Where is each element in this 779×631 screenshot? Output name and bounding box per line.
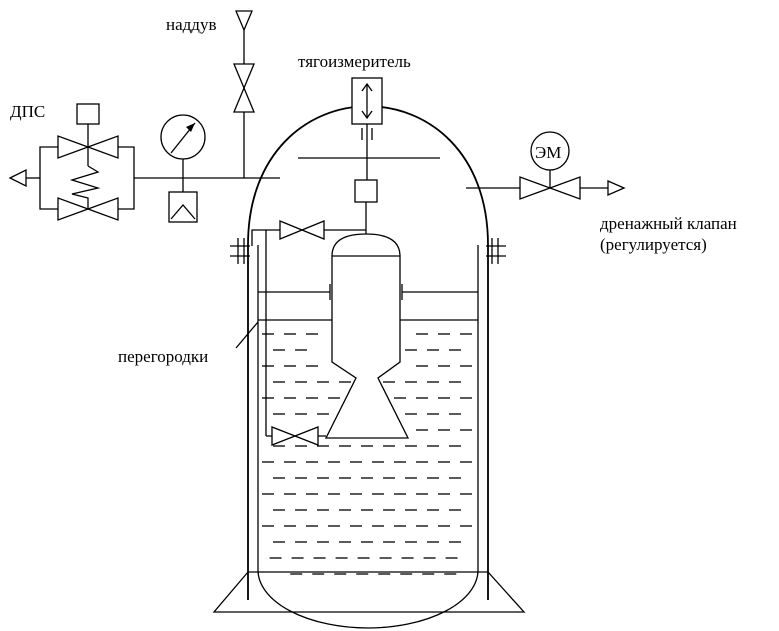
upper-internal-valve-icon <box>279 220 325 240</box>
gauge-needle-tip <box>186 123 195 132</box>
tank-support-base <box>212 571 526 613</box>
pressurization-valve-icon <box>233 63 255 113</box>
safety-valve-label: ДПС <box>10 102 45 121</box>
bypass-frame-right <box>118 146 135 210</box>
pressurization-line: наддув <box>134 10 280 179</box>
tank-inner-wall <box>257 320 479 629</box>
safety-valve-spring-icon <box>69 165 101 209</box>
lower-internal-valve-icon <box>271 426 319 446</box>
load-cell-box <box>354 179 378 203</box>
safety-valve-assembly: ДПС <box>8 102 135 221</box>
drain-valve-assembly: ЭМ дренажный клапан (регулируется) <box>466 131 737 254</box>
drain-valve-label-line1: дренажный клапан <box>600 214 737 233</box>
flange-right <box>486 238 506 264</box>
engine-chamber <box>324 233 410 439</box>
electric-motor-icon <box>530 131 570 171</box>
electric-motor-label: ЭМ <box>535 143 561 162</box>
pressure-gauge <box>160 114 206 223</box>
drain-valve-label-line2: (регулируется) <box>600 235 707 254</box>
baffles-leader <box>235 321 259 349</box>
double-arrow-icon <box>361 82 373 120</box>
thrust-meter-label: тягоизмеритель <box>298 52 411 71</box>
pressurization-inlet-icon <box>235 10 253 32</box>
engine <box>324 202 410 439</box>
baffles: перегородки <box>118 284 478 366</box>
upper-pipe-hook <box>251 229 262 246</box>
liquid <box>258 319 478 575</box>
bypass-frame-left <box>39 146 58 210</box>
flange-left <box>230 238 250 264</box>
pressurization-label: наддув <box>166 15 216 34</box>
gauge-sensor-wedge-icon <box>170 204 196 220</box>
vent-arrow-icon <box>8 168 27 188</box>
internal-piping <box>251 220 366 446</box>
drain-outlet-arrow-icon <box>607 180 626 196</box>
gauge-sensor-box <box>168 191 198 223</box>
baffles-label: перегородки <box>118 347 208 366</box>
liquid-dashes <box>262 333 472 575</box>
safety-valve-actuator-box <box>76 103 100 125</box>
thrust-meter: тягоизмеритель <box>298 52 411 203</box>
